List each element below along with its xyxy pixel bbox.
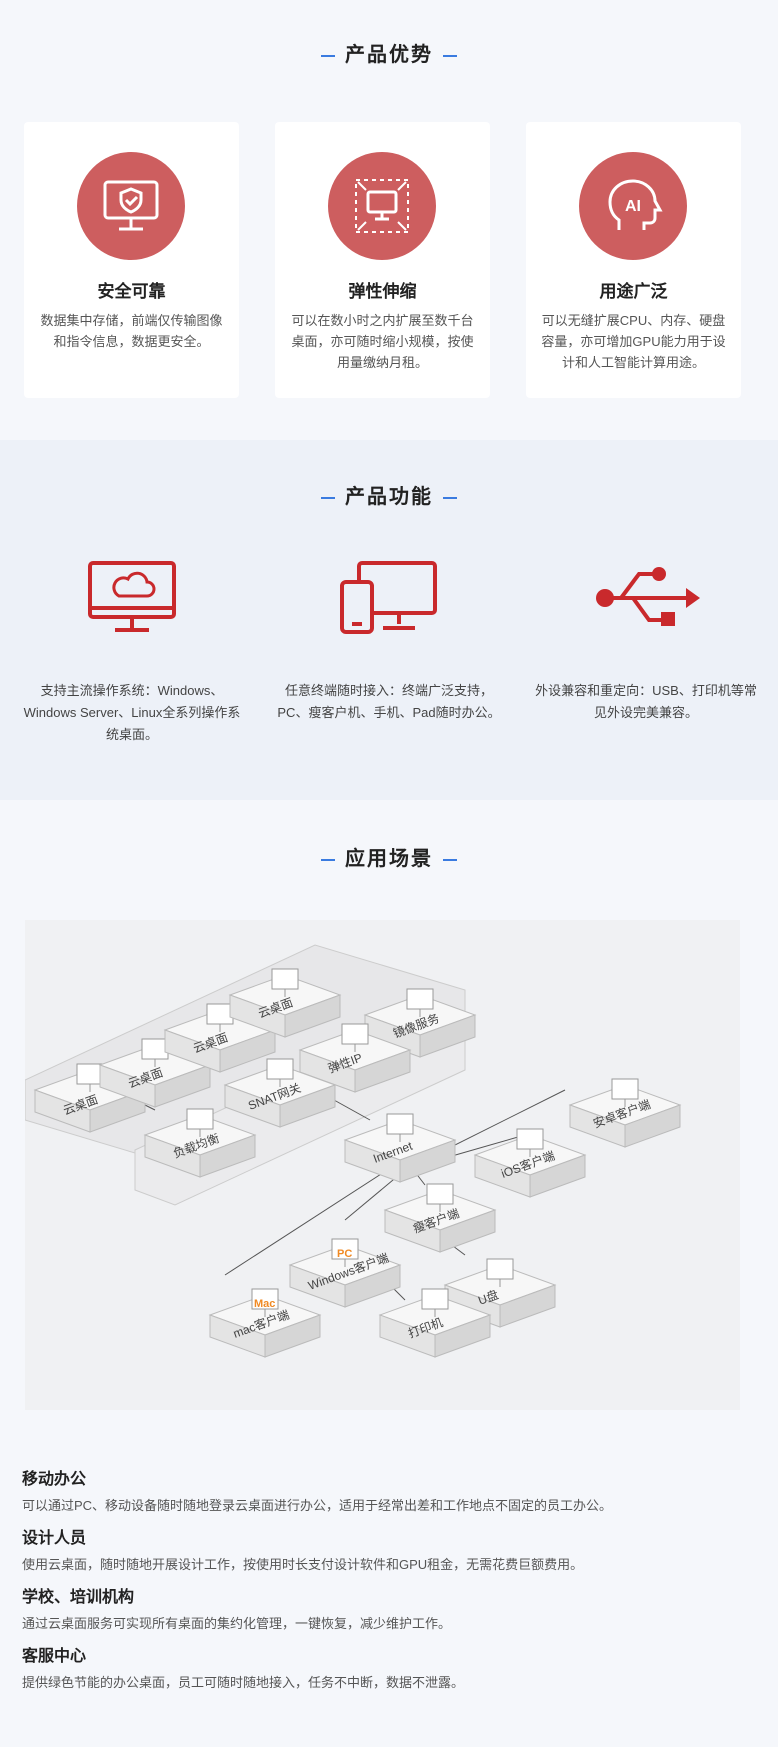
function-item-os: 支持主流操作系统：Windows、Windows Server、Linux全系列… bbox=[12, 555, 252, 746]
function-desc: 外设兼容和重定向：USB、打印机等常见外设完美兼容。 bbox=[535, 683, 757, 720]
pc-badge: PC bbox=[337, 1248, 352, 1260]
functions-section: 产品功能 支持主流操作系统：Windows、Windows Server、Lin… bbox=[0, 440, 778, 800]
usb-icon bbox=[526, 555, 766, 640]
cloud-monitor-icon bbox=[12, 555, 252, 640]
scenario-desc: 通过云桌面服务可实现所有桌面的集约化管理，一键恢复，减少维护工作。 bbox=[22, 1616, 452, 1631]
advantage-card-versatile: AI 用途广泛 可以无缝扩展CPU、内存、硬盘容量，亦可增加GPU能力用于设计和… bbox=[526, 122, 741, 398]
scenario-title: 客服中心 bbox=[22, 1648, 87, 1665]
scenario-desc: 可以通过PC、移动设备随时随地登录云桌面进行办公，适用于经常出差和工作地点不固定… bbox=[22, 1498, 613, 1513]
function-desc: 支持主流操作系统：Windows、Windows Server、Linux全系列… bbox=[23, 683, 241, 742]
advantages-heading: 产品优势 bbox=[0, 38, 778, 67]
scenario-title: 设计人员 bbox=[22, 1530, 87, 1547]
scenario-desc: 使用云桌面，随时随地开展设计工作，按使用时长支付设计软件和GPU租金，无需花费巨… bbox=[22, 1557, 584, 1572]
card-desc: 数据集中存储，前端仅传输图像和指令信息，数据更安全。 bbox=[40, 313, 223, 349]
card-desc: 可以在数小时之内扩展至数千台桌面，亦可随时缩小规模，按使用量缴纳月租。 bbox=[291, 313, 474, 370]
scenario-title: 学校、培训机构 bbox=[22, 1589, 135, 1606]
shield-monitor-icon bbox=[77, 152, 185, 260]
card-title: 安全可靠 bbox=[97, 282, 166, 301]
scenario-designers: 设计人员 使用云桌面，随时随地开展设计工作，按使用时长支付设计软件和GPU租金，… bbox=[22, 1524, 762, 1573]
label-usb: U盘 bbox=[476, 1287, 501, 1308]
card-desc: 可以无缝扩展CPU、内存、硬盘容量，亦可增加GPU能力用于设计和人工智能计算用途… bbox=[541, 313, 726, 370]
card-title: 弹性伸缩 bbox=[348, 282, 417, 301]
scenario-call-center: 客服中心 提供绿色节能的办公桌面，员工可随时随地接入，任务不中断，数据不泄露。 bbox=[22, 1642, 762, 1691]
scenarios-section: 应用场景 bbox=[0, 800, 778, 1747]
scenario-schools: 学校、培训机构 通过云桌面服务可实现所有桌面的集约化管理，一键恢复，减少维护工作… bbox=[22, 1583, 762, 1632]
architecture-svg: 云桌面 云桌面 云桌面 云桌面 镜像服务 弹性IP SNAT网关 负载均衡 In… bbox=[24, 944, 681, 1358]
scenario-title: 移动办公 bbox=[22, 1471, 87, 1488]
advantage-card-elastic: 弹性伸缩 可以在数小时之内扩展至数千台桌面，亦可随时缩小规模，按使用量缴纳月租。 bbox=[275, 122, 490, 398]
advantage-card-security: 安全可靠 数据集中存储，前端仅传输图像和指令信息，数据更安全。 bbox=[24, 122, 239, 398]
function-desc: 任意终端随时接入：终端广泛支持，PC、瘦客户机、手机、Pad随时办公。 bbox=[277, 683, 501, 720]
scenarios-heading: 应用场景 bbox=[0, 842, 778, 871]
scenario-mobile-office: 移动办公 可以通过PC、移动设备随时随地登录云桌面进行办公，适用于经常出差和工作… bbox=[22, 1465, 762, 1514]
scenario-desc: 提供绿色节能的办公桌面，员工可随时随地接入，任务不中断，数据不泄露。 bbox=[22, 1675, 465, 1690]
advantages-section: 产品优势 安全可靠 数据集中存储，前端仅传输图像和指令信息，数据更安全。 弹性伸… bbox=[0, 0, 778, 440]
architecture-diagram: 云桌面 云桌面 云桌面 云桌面 镜像服务 弹性IP SNAT网关 负载均衡 In… bbox=[24, 920, 740, 1410]
functions-heading: 产品功能 bbox=[0, 480, 778, 509]
function-item-usb: 外设兼容和重定向：USB、打印机等常见外设完美兼容。 bbox=[526, 555, 766, 724]
svg-text:AI: AI bbox=[625, 198, 641, 215]
multi-device-icon bbox=[269, 555, 509, 640]
mac-badge: Mac bbox=[254, 1298, 275, 1310]
function-item-terminal: 任意终端随时接入：终端广泛支持，PC、瘦客户机、手机、Pad随时办公。 bbox=[269, 555, 509, 724]
card-title: 用途广泛 bbox=[599, 282, 668, 301]
ai-head-icon: AI bbox=[579, 152, 687, 260]
scale-monitor-icon bbox=[328, 152, 436, 260]
